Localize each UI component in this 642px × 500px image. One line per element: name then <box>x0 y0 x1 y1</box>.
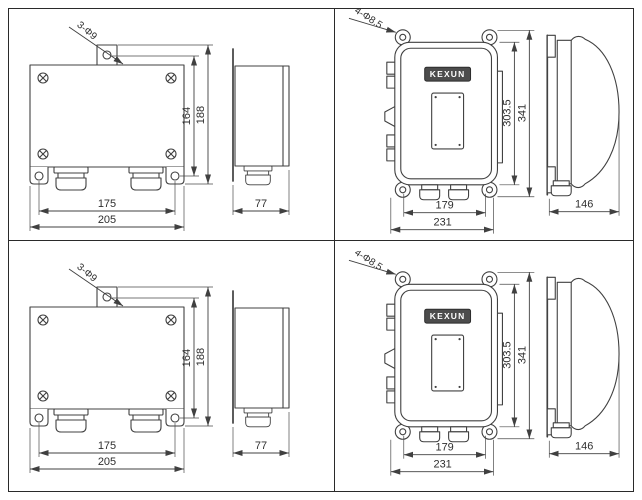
brand-label: KEXUN <box>430 69 466 79</box>
large-box-drawing-top: 4-Φ8.5 KEXUN 303.5 341 179 231 146 <box>335 9 633 240</box>
horizontal-divider <box>9 240 633 241</box>
vertical-divider <box>334 9 335 491</box>
drawing-frame: 3-Φ9 164 188 175 205 77 4-Φ8.5 KEXUN 303… <box>8 8 634 492</box>
dim-height-inner-label: 303.5 <box>501 341 513 368</box>
dim-width-inner-label: 175 <box>98 440 116 452</box>
dim-width-inner-label: 179 <box>435 441 453 453</box>
panel-small-box-bottom: 3-Φ9 164 188 175 205 77 <box>9 241 334 491</box>
large-box-drawing-bottom: 4-Φ8.5 KEXUN 303.5 341 179 231 146 <box>335 251 633 482</box>
dim-height-outer-label: 188 <box>195 106 207 124</box>
dim-depth-label: 77 <box>255 198 267 210</box>
panel-large-box-top: 4-Φ8.5 KEXUN 303.5 341 179 231 146 <box>335 9 633 240</box>
dim-width-outer-label: 205 <box>98 456 116 468</box>
dim-depth-label: 77 <box>255 440 267 452</box>
brand-label: KEXUN <box>430 311 466 321</box>
dim-height-outer-label: 341 <box>516 345 528 363</box>
dim-depth-label: 146 <box>575 440 593 452</box>
dim-width-outer-label: 231 <box>433 217 451 229</box>
dim-width-outer-label: 231 <box>433 458 451 470</box>
dim-height-inner-label: 164 <box>181 348 193 366</box>
small-box-drawing-bottom: 3-Φ9 164 188 175 205 77 <box>9 261 334 482</box>
dim-width-outer-label: 205 <box>98 214 116 226</box>
dim-height-outer-label: 188 <box>195 347 207 365</box>
dim-width-inner-label: 179 <box>435 200 453 212</box>
panel-small-box-top: 3-Φ9 164 188 175 205 77 <box>9 9 334 240</box>
hole-callout-label: 4-Φ8.5 <box>352 251 384 273</box>
dim-depth-label: 146 <box>575 199 593 211</box>
small-box-drawing-top: 3-Φ9 164 188 175 205 77 <box>9 20 334 240</box>
dim-height-inner-label: 164 <box>181 107 193 125</box>
panel-large-box-bottom: 4-Φ8.5 KEXUN 303.5 341 179 231 146 <box>335 241 633 491</box>
dim-height-outer-label: 341 <box>516 104 528 122</box>
dim-width-inner-label: 175 <box>98 198 116 210</box>
dim-height-inner-label: 303.5 <box>501 99 513 126</box>
hole-callout-label: 4-Φ8.5 <box>352 9 384 31</box>
